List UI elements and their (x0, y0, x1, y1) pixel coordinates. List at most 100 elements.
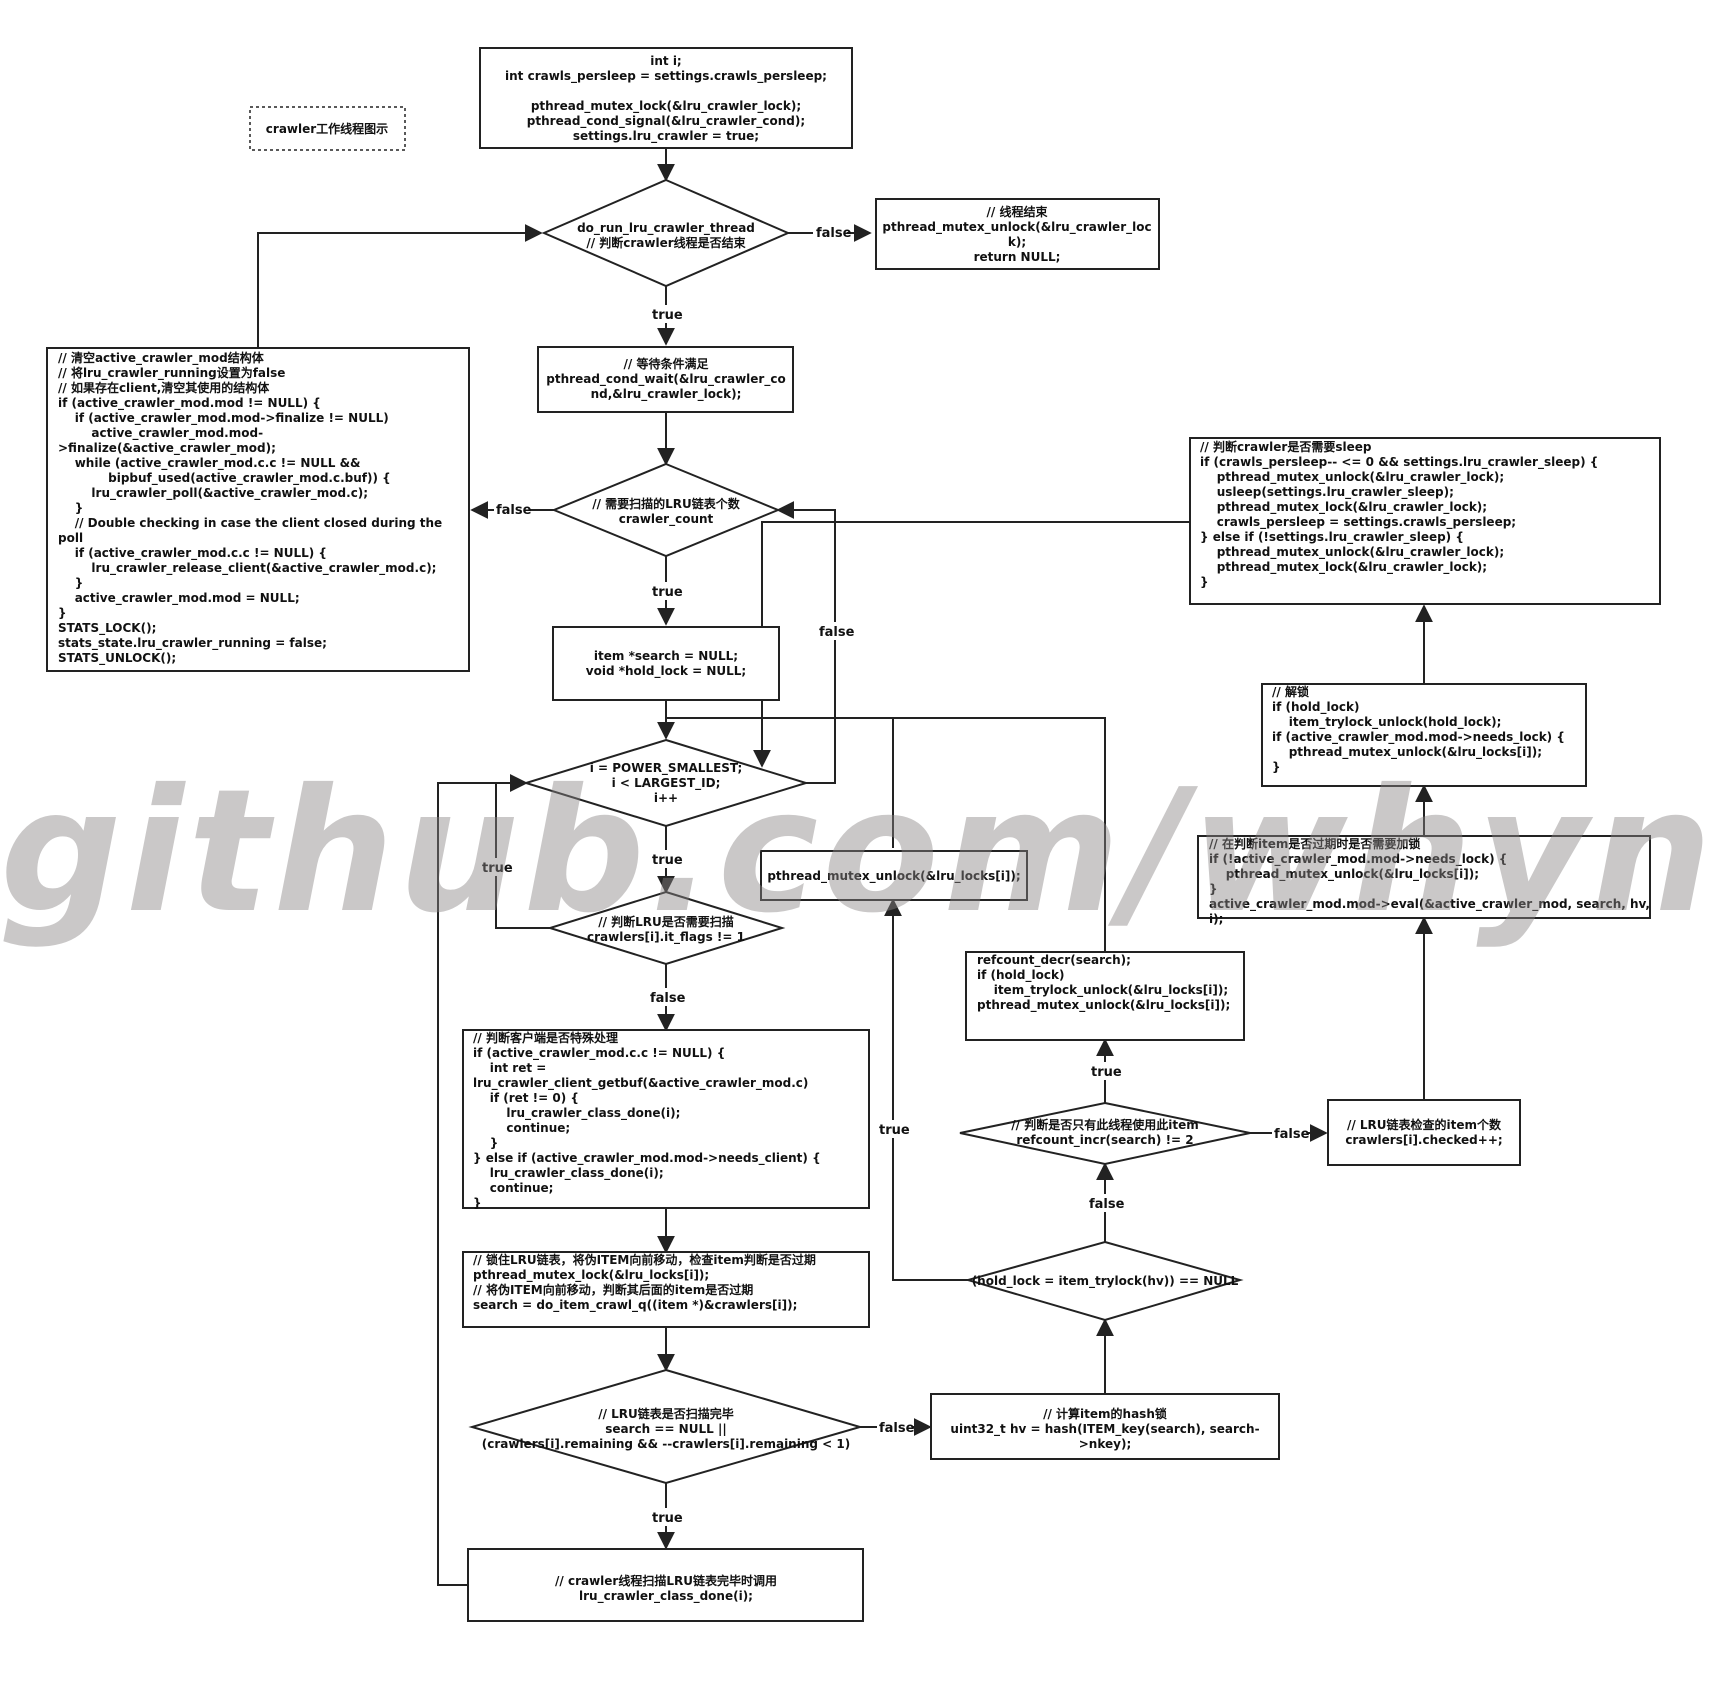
node-text-line: // 需要扫描的LRU链表个数 (592, 496, 741, 511)
node-text-line: if (active_crawler_mod.mod->finalize != … (58, 411, 389, 426)
node-text-line: while (active_crawler_mod.c.c != NULL && (58, 456, 361, 471)
cleanup-text: // 清空active_crawler_mod结构体// 将lru_crawle… (58, 350, 442, 666)
node-text-line: pthread_mutex_unlock(&lru_locks[i]); (1209, 867, 1479, 882)
label-flags-false: false (650, 991, 686, 1006)
label-count-true: true (652, 585, 683, 600)
node-text-line: if (active_crawler_mod.mod != NULL) { (58, 396, 321, 411)
node-text-line: (crawlers[i].remaining && --crawlers[i].… (482, 1437, 850, 1451)
node-text-line: >finalize(&active_crawler_mod); (58, 441, 276, 456)
node-text-line: // 锁住LRU链表，将伪ITEM向前移动，检查item判断是否过期 (473, 1252, 816, 1267)
node-text-line: STATS_UNLOCK(); (58, 651, 176, 666)
node-text-line: pthread_mutex_lock(&lru_locks[i]); (473, 1268, 709, 1283)
node-text-line: bipbuf_used(active_crawler_mod.c.buf)) { (58, 471, 391, 486)
trylock-text: (hold_lock = item_trylock(hv)) == NULL (972, 1274, 1239, 1289)
node-text-line: pthread_mutex_unlock(&lru_locks[i]); (1272, 745, 1542, 760)
node-text-line: item *search = NULL; (594, 649, 738, 663)
node-text-line: if (hold_lock) (977, 968, 1064, 983)
node-text-line: stats_state.lru_crawler_running = false; (58, 636, 327, 651)
node-text-line: } else if (active_crawler_mod.mod->needs… (473, 1151, 821, 1166)
node-text-line: } else if (!settings.lru_crawler_sleep) … (1200, 530, 1464, 545)
diagram-title: crawler工作线程图示 (266, 121, 388, 136)
node-text-line: pthread_cond_signal(&lru_crawler_cond); (527, 114, 805, 129)
node-text-line: } (1200, 575, 1209, 589)
loop-check-diamond: do_run_lru_crawler_thread// 判断crawler线程是… (541, 178, 791, 288)
node-text-line: pthread_mutex_unlock(&lru_crawler_lock); (1200, 470, 1504, 485)
node-text-line: // crawler线程扫描LRU链表完毕时调用 (555, 1573, 777, 1588)
node-text-line: (hold_lock = item_trylock(hv)) == NULL (972, 1274, 1239, 1289)
node-text-line: crawls_persleep = settings.crawls_persle… (1200, 515, 1516, 530)
node-text-line: // 如果存在client,清空其使用的结构体 (58, 380, 270, 395)
node-text-line: if (active_crawler_mod.c.c != NULL) { (473, 1046, 725, 1061)
node-text-line: if (active_crawler_mod.mod->needs_lock) … (1272, 730, 1565, 745)
node-text-line: nd,&lru_crawler_lock); (591, 387, 742, 402)
node-text-line: refcount_decr(search); (977, 953, 1131, 968)
node-text-line: if (!active_crawler_mod.mod->needs_lock)… (1209, 852, 1507, 867)
edges (257, 148, 1433, 1586)
node-text-line: i = POWER_SMALLEST; (590, 761, 743, 776)
node-text-line: if (active_crawler_mod.c.c != NULL) { (58, 546, 327, 561)
edge-for-false-to-count (776, 501, 836, 784)
node-text-line: // 判断LRU是否需要扫描 (598, 914, 734, 929)
node-text-line: int i; (650, 54, 681, 68)
edge-labels: false true false true false true true fa… (480, 223, 1310, 1526)
node-text-line: continue; (473, 1181, 553, 1195)
node-text-line: // 判断crawler是否需要sleep (1200, 439, 1372, 454)
node-text-line: i < LARGEST_ID; (612, 776, 721, 791)
node-text-line: } (58, 501, 83, 515)
label-scan-false: false (879, 1421, 915, 1436)
node-text-line: crawler_count (619, 512, 714, 527)
node-text-line: // Double checking in case the client cl… (58, 516, 442, 530)
node-text-line: // 清空active_crawler_mod结构体 (58, 350, 265, 366)
node-text-line: } (473, 1196, 482, 1210)
edge-sleep-to-for (753, 521, 1190, 768)
node-text-line: pthread_cond_wait(&lru_crawler_co (546, 372, 785, 387)
label-incr-false: false (1274, 1127, 1310, 1142)
node-text-line: // 等待条件满足 (624, 356, 709, 371)
node-text-line: lru_crawler_client_getbuf(&active_crawle… (473, 1076, 808, 1091)
node-text-line: lru_crawler_release_client(&active_crawl… (58, 561, 436, 576)
label-incr-true: true (1091, 1065, 1122, 1080)
title-box: crawler工作线程图示 (249, 106, 406, 151)
node-text-line: item_trylock_unlock(&lru_locks[i]); (977, 983, 1228, 998)
node-text-line: return NULL; (974, 250, 1061, 264)
label-count-false: false (496, 503, 532, 518)
label-for-false: false (819, 625, 855, 640)
node-text-line: lru_crawler_class_done(i); (579, 1589, 753, 1604)
node-text-line: // 判断是否只有此线程使用此item (1011, 1117, 1198, 1132)
node-text-line: // 将lru_crawler_running设置为false (58, 365, 285, 381)
node-text-line: lru_crawler_class_done(i); (473, 1106, 680, 1121)
node-text-line: void *hold_lock = NULL; (586, 664, 746, 679)
node-text-line: // 判断crawler线程是否结束 (586, 235, 746, 250)
node-text-line: if (ret != 0) { (473, 1091, 579, 1105)
trylock-diamond: (hold_lock = item_trylock(hv)) == NULL (964, 1240, 1244, 1322)
label-trylock-false: false (1089, 1197, 1125, 1212)
for-loop-text: i = POWER_SMALLEST;i < LARGEST_ID;i++ (590, 761, 743, 805)
node-text-line: crawlers[i].it_flags != 1 (587, 930, 745, 945)
node-text-line: search = do_item_crawl_q((item *)&crawle… (473, 1298, 797, 1313)
node-text-line: pthread_mutex_lock(&lru_crawler_lock); (1200, 560, 1487, 575)
node-text-line: k); (1008, 235, 1026, 249)
label-scan-true: true (652, 1511, 683, 1526)
edge-cleanup-to-loop (257, 224, 543, 348)
init-vars-text: item *search = NULL;void *hold_lock = NU… (586, 649, 746, 679)
node-text-line: active_crawler_mod.mod- (58, 426, 263, 441)
label-for-true: true (652, 853, 683, 868)
label-flags-true: true (482, 861, 513, 876)
